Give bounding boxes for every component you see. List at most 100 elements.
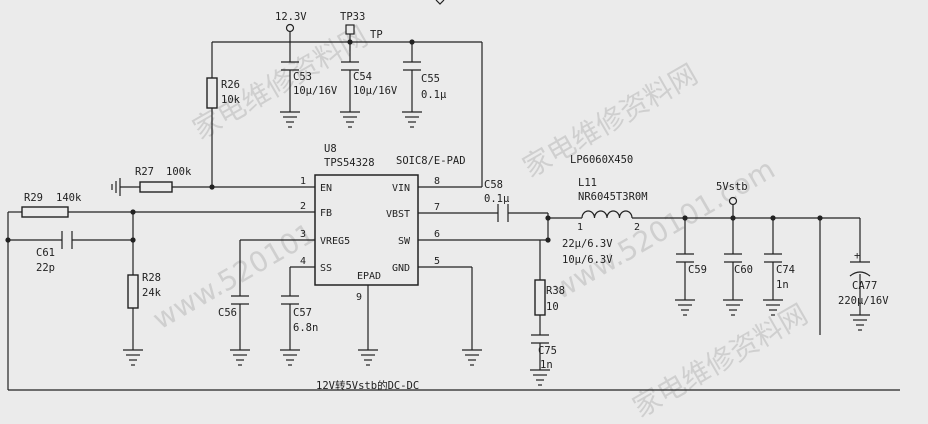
pin6-number: 6 — [434, 229, 440, 240]
capacitor-c61: C61 22p — [36, 231, 73, 274]
ground-icon — [340, 111, 360, 128]
c61-value: 22p — [36, 262, 55, 274]
pin1-number: 1 — [300, 176, 306, 187]
junction-dot — [209, 184, 215, 190]
ic-u8: U8 TPS54328 SOIC8/E-PAD 1 EN 2 FB 3 VREG… — [300, 143, 466, 303]
pin7-number: 7 — [434, 202, 440, 213]
c57-ref: C57 — [293, 307, 312, 319]
r27-value: 100k — [166, 166, 192, 178]
capacitor-c60: C60 — [724, 253, 753, 276]
c75-value: 1n — [540, 359, 553, 371]
pin4-number: 4 — [300, 256, 306, 267]
junction-dot — [5, 237, 11, 243]
c55-ref: C55 — [421, 73, 440, 85]
pin8-number: 8 — [434, 176, 440, 187]
ca77-value: 220μ/16V — [838, 295, 889, 307]
wires — [7, 32, 900, 391]
resistor-r26: R26 10k — [206, 77, 241, 109]
capacitor-c54: C54 10μ/16V — [341, 61, 398, 97]
c58-value: 0.1μ — [484, 193, 510, 205]
ca77-polarity: + — [854, 250, 860, 262]
c75-ref: C75 — [538, 345, 557, 357]
ground-icon — [530, 369, 550, 386]
c74-ref: C74 — [776, 264, 795, 276]
inductor-l11: LP6060X450 L11 NR6045T3R0M 1 2 — [570, 154, 648, 233]
pin3-number: 3 — [300, 229, 306, 240]
r26-ref: R26 — [221, 79, 240, 91]
junction-dot — [817, 215, 823, 221]
pin6-name: SW — [398, 236, 411, 247]
resistor-r27: R27 100k — [135, 166, 192, 193]
l11-pin2: 2 — [634, 222, 640, 233]
pin1-name: EN — [320, 183, 332, 194]
l11-ref: L11 — [578, 177, 597, 189]
pin8-name: VIN — [392, 183, 410, 194]
ground-icon — [230, 349, 250, 366]
c53-ref: C53 — [293, 71, 312, 83]
ca77-ref: CA77 — [852, 280, 877, 292]
c59-c60-value-2: 10μ/6.3V — [562, 254, 613, 266]
pin2-name: FB — [320, 208, 332, 219]
output-voltage-label: 5Vstb — [716, 181, 748, 193]
capacitor-c55: C55 0.1μ — [403, 61, 447, 101]
ground-icon — [402, 111, 422, 128]
r28-value: 24k — [142, 287, 162, 299]
chassis-ground-icon — [111, 178, 121, 196]
r38-ref: R38 — [546, 285, 565, 297]
ic-ref: U8 — [324, 143, 337, 155]
resistor-r28: R28 24k — [127, 272, 162, 309]
r29-value: 140k — [56, 192, 82, 204]
ground-icon — [358, 349, 378, 366]
capacitor-c57: C57 6.8n — [281, 295, 318, 334]
testpoint-ref: TP33 — [340, 11, 365, 23]
c59-c60-value-1: 22μ/6.3V — [562, 238, 613, 250]
c58-ref: C58 — [484, 179, 503, 191]
pin5-number: 5 — [434, 256, 440, 267]
resistor-r29: R29 140k — [21, 192, 82, 218]
ground-icon — [280, 349, 300, 366]
capacitor-c74: C74 1n — [764, 253, 795, 291]
ground-icon — [280, 111, 300, 128]
ground-icon — [850, 314, 870, 331]
capacitor-c59: C59 — [676, 253, 707, 276]
r28-ref: R28 — [142, 272, 161, 284]
capacitor-c53: C53 10μ/16V — [281, 61, 338, 97]
capacitor-ca77: + CA77 220μ/16V — [838, 250, 889, 307]
c56-ref: C56 — [218, 307, 237, 319]
pin9-name: EPAD — [357, 271, 381, 282]
l11-package: LP6060X450 — [570, 154, 633, 166]
watermark: 家电维修资料网 www.520101.com www.520101.com 家电… — [147, 19, 813, 424]
c74-value: 1n — [776, 279, 789, 291]
junction-dot — [730, 215, 736, 221]
junction-dot — [130, 237, 136, 243]
l11-value: NR6045T3R0M — [578, 191, 648, 203]
ground-icon — [723, 299, 743, 316]
input-voltage-label: 12.3V — [275, 11, 307, 23]
r26-value: 10k — [221, 94, 241, 106]
ground-symbols — [123, 111, 870, 386]
junction-dot — [409, 39, 415, 45]
c59-ref: C59 — [688, 264, 707, 276]
pin5-name: GND — [392, 263, 410, 274]
ic-part: TPS54328 — [324, 157, 375, 169]
junction-dot — [545, 237, 551, 243]
r38-value: 10 — [546, 301, 559, 313]
resistor-r38: R38 10 — [534, 279, 565, 316]
testpoint-tp33: TP33 TP — [340, 11, 383, 41]
ic-package: SOIC8/E-PAD — [396, 155, 466, 167]
junction-dot — [130, 209, 136, 215]
pin2-number: 2 — [300, 201, 306, 212]
output-power-port: 5Vstb — [716, 181, 748, 206]
c53-value: 10μ/16V — [293, 85, 338, 97]
capacitor-c58: C58 0.1μ — [484, 179, 510, 222]
c54-ref: C54 — [353, 71, 372, 83]
input-power-port: 12.3V — [275, 11, 307, 33]
ground-icon — [123, 349, 143, 366]
ground-icon — [675, 299, 695, 316]
pin3-name: VREG5 — [320, 236, 350, 247]
pin4-name: SS — [320, 263, 332, 274]
testpoint-type: TP — [370, 29, 383, 41]
capacitor-c56: C56 — [218, 295, 249, 319]
c54-value: 10μ/16V — [353, 85, 398, 97]
